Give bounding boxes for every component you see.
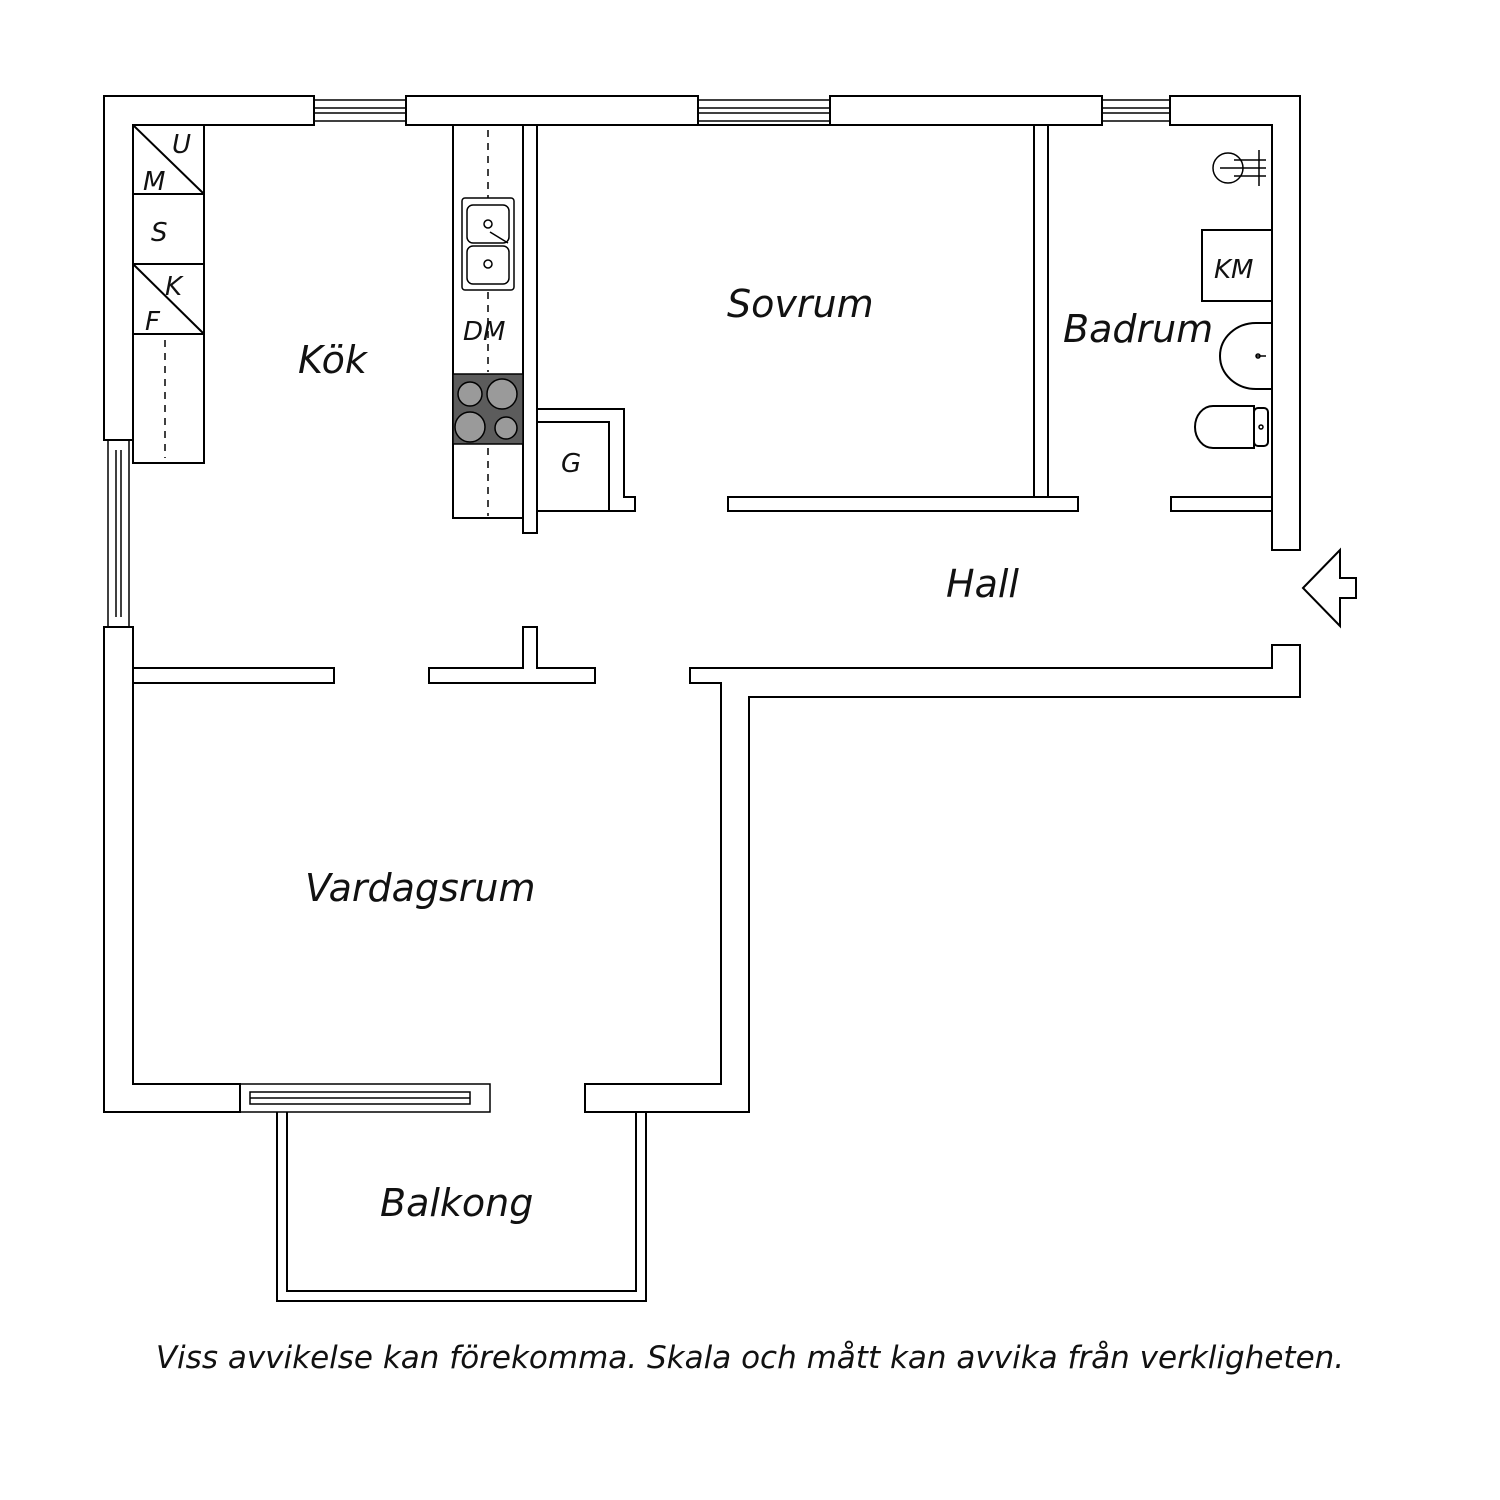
fixture-label-f: F — [145, 307, 161, 337]
fixture-label-s: S — [151, 218, 168, 248]
disclaimer-note: Viss avvikelse kan förekomma. Skala och … — [155, 1340, 1345, 1376]
outer-walls — [103, 95, 1301, 1113]
room-label-hall: Hall — [946, 562, 1019, 606]
windows — [107, 99, 1171, 1113]
fixture-label-m: M — [143, 167, 165, 197]
room-label-balcony: Balkong — [380, 1181, 533, 1225]
fixture-label-km: KM — [1214, 255, 1253, 285]
room-label-bedroom: Sovrum — [727, 282, 874, 326]
balcony-outline — [276, 1112, 647, 1302]
fixture-label-dm: DM — [463, 317, 505, 347]
room-label-bathroom: Badrum — [1063, 307, 1213, 351]
fixture-label-g: G — [561, 449, 581, 479]
fixture-label-u: U — [172, 130, 191, 160]
entrance-arrow-icon — [1301, 547, 1357, 629]
room-label-kitchen: Kök — [298, 338, 369, 382]
interior-walls — [132, 124, 1273, 684]
kitchen-fixtures — [132, 124, 610, 519]
room-label-living-room: Vardagsrum — [305, 866, 536, 910]
fixture-label-k: K — [165, 272, 184, 302]
bathroom-fixtures — [1194, 150, 1273, 449]
